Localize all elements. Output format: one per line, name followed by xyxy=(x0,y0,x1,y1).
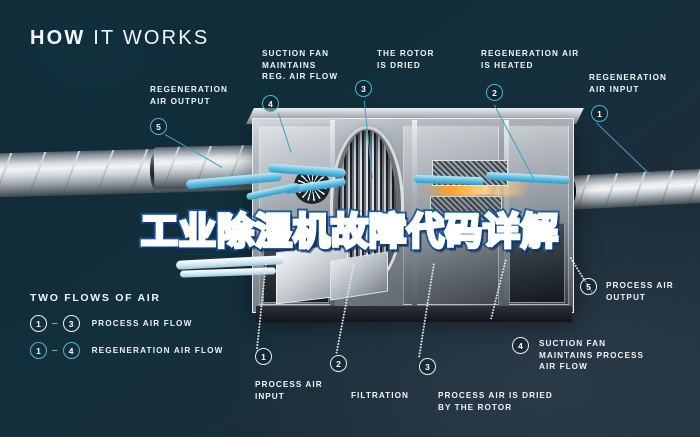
callout-label: REGENERATION AIR IS HEATED xyxy=(481,49,580,70)
callout-badge[interactable]: 3 xyxy=(419,358,436,375)
legend-row-regeneration-air-flow[interactable]: 1 – 4 REGENERATION AIR FLOW xyxy=(30,342,224,359)
page-title-light: IT WORKS xyxy=(93,27,210,49)
callout-label: PROCESS AIR OUTPUT xyxy=(606,281,674,302)
legend-badge-to: 3 xyxy=(62,315,80,332)
legend-dash: – xyxy=(52,318,58,329)
callout-label: REGENERATION AIR OUTPUT xyxy=(150,85,228,106)
callout-badge[interactable]: 4 xyxy=(262,95,279,112)
callout-label: PROCESS AIR IS DRIED BY THE ROTOR xyxy=(438,391,553,412)
callout-badge[interactable]: 3 xyxy=(355,80,372,97)
legend-dash: – xyxy=(52,345,58,356)
callout-label: SUCTION FAN MAINTAINS REG. AIR FLOW xyxy=(262,49,339,81)
page-title-bold: HOW xyxy=(30,27,86,49)
heater-coil-lower xyxy=(430,196,502,230)
callout-badge[interactable]: 4 xyxy=(512,337,529,354)
legend-label: PROCESS AIR FLOW xyxy=(91,319,193,328)
callout-label: SUCTION FAN MAINTAINS PROCESS AIR FLOW xyxy=(539,339,645,371)
callout-label: REGENERATION AIR INPUT xyxy=(589,73,667,94)
cabinet-interior-right xyxy=(509,223,565,303)
legend-label: REGENERATION AIR FLOW xyxy=(91,346,224,355)
callout-label: PROCESS AIR INPUT xyxy=(255,380,323,401)
page-title: HOW IT WORKS xyxy=(30,27,209,50)
legend: TWO FLOWS OF AIR 1 – 3 PROCESS AIR FLOW … xyxy=(30,292,224,369)
callout-badge[interactable]: 1 xyxy=(591,105,608,122)
callout-badge[interactable]: 2 xyxy=(330,355,347,372)
callout-badge[interactable]: 2 xyxy=(486,84,503,101)
cabinet-divider-3 xyxy=(504,120,509,315)
callout-badge[interactable]: 1 xyxy=(255,348,272,365)
overlay-title: 工业除湿机故障代码详解 xyxy=(139,201,559,255)
regeneration-air-duct-right xyxy=(565,168,700,210)
callout-label: FILTRATION xyxy=(351,391,409,400)
cabinet-base-plinth xyxy=(256,306,572,322)
legend-badge-to: 4 xyxy=(62,342,80,359)
cabinet-divider-2 xyxy=(412,120,417,315)
callout-badge[interactable]: 5 xyxy=(150,118,167,135)
callout-badge[interactable]: 5 xyxy=(580,278,597,295)
overlay-title-shadow: 工业除湿机故障代码详解 xyxy=(138,201,562,257)
legend-row-process-air-flow[interactable]: 1 – 3 PROCESS AIR FLOW xyxy=(30,315,224,332)
callout-label: THE ROTOR IS DRIED xyxy=(377,49,435,70)
legend-badge-from: 1 xyxy=(30,315,47,332)
legend-title: TWO FLOWS OF AIR xyxy=(30,292,161,304)
legend-badge-from: 1 xyxy=(30,342,47,359)
